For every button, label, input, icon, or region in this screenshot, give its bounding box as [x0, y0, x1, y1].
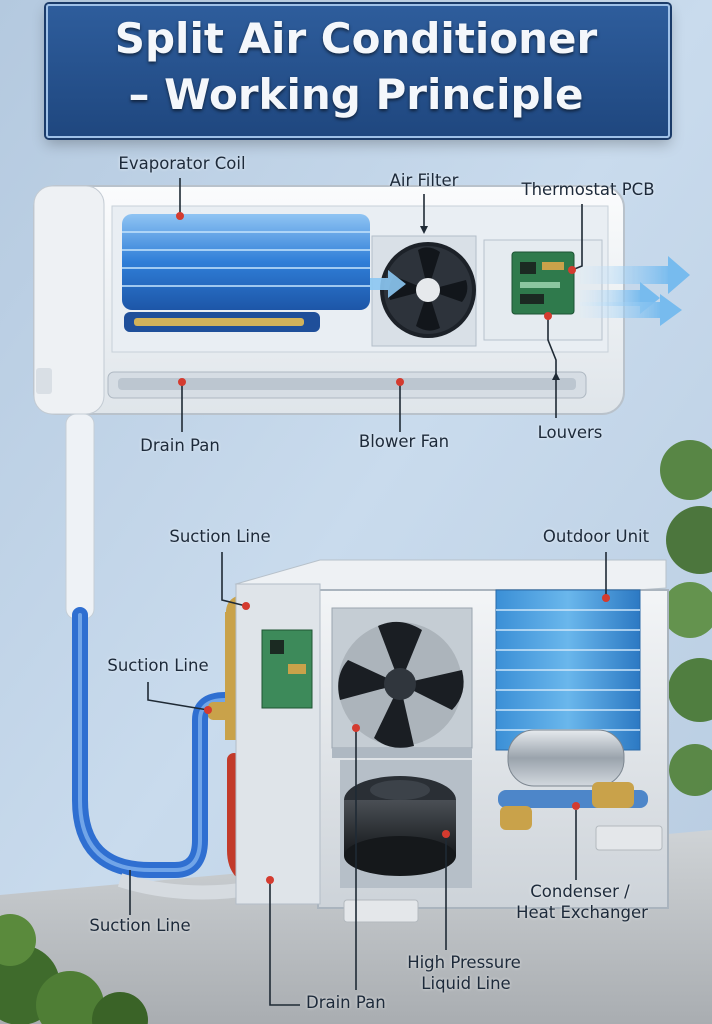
label-suction-line-bottom: Suction Line	[89, 916, 191, 935]
label-outdoor-unit: Outdoor Unit	[542, 527, 650, 546]
title-banner	[46, 4, 670, 138]
thermostat-pcb-graphic	[483, 239, 603, 341]
condenser-fins	[496, 609, 640, 731]
label-evaporator-coil: Evaporator Coil	[118, 154, 246, 173]
callout-dots	[176, 212, 610, 884]
air-filter-pointer	[420, 226, 428, 234]
outdoor-fan-graphic	[338, 621, 464, 748]
indoor-unit	[33, 185, 690, 415]
compressor-graphic	[340, 760, 472, 888]
callout-lines	[129, 178, 607, 1006]
label-drain-pan-outdoor: Drain Pan	[306, 993, 386, 1012]
label-thermostat-pcb: Thermostat PCB	[521, 180, 655, 199]
tree-right	[660, 440, 712, 796]
blower-fan-graphic	[371, 235, 477, 347]
label-condenser-line-1: Condenser /	[530, 882, 630, 901]
label-high-pressure-line-1: High Pressure	[407, 953, 521, 972]
label-condenser-line-2: Heat Exchanger	[516, 903, 648, 922]
evaporator-coil	[122, 214, 370, 332]
label-suction-line-mid: Suction Line	[107, 656, 209, 675]
label-drain-pan-indoor: Drain Pan	[140, 436, 220, 455]
page-title-line-1: Split Air Conditioner	[114, 14, 598, 63]
bush-left	[0, 914, 148, 1024]
label-louvers: Louvers	[537, 423, 603, 442]
louver-pointer	[552, 372, 560, 380]
label-air-filter: Air Filter	[389, 171, 459, 190]
label-blower-fan: Blower Fan	[358, 432, 450, 451]
page-title-line-2: – Working Principle	[128, 70, 584, 119]
outdoor-unit	[234, 559, 669, 923]
label-high-pressure-line-2: Liquid Line	[421, 974, 511, 993]
airflow-arrows	[370, 256, 690, 326]
label-suction-line-top: Suction Line	[169, 527, 271, 546]
